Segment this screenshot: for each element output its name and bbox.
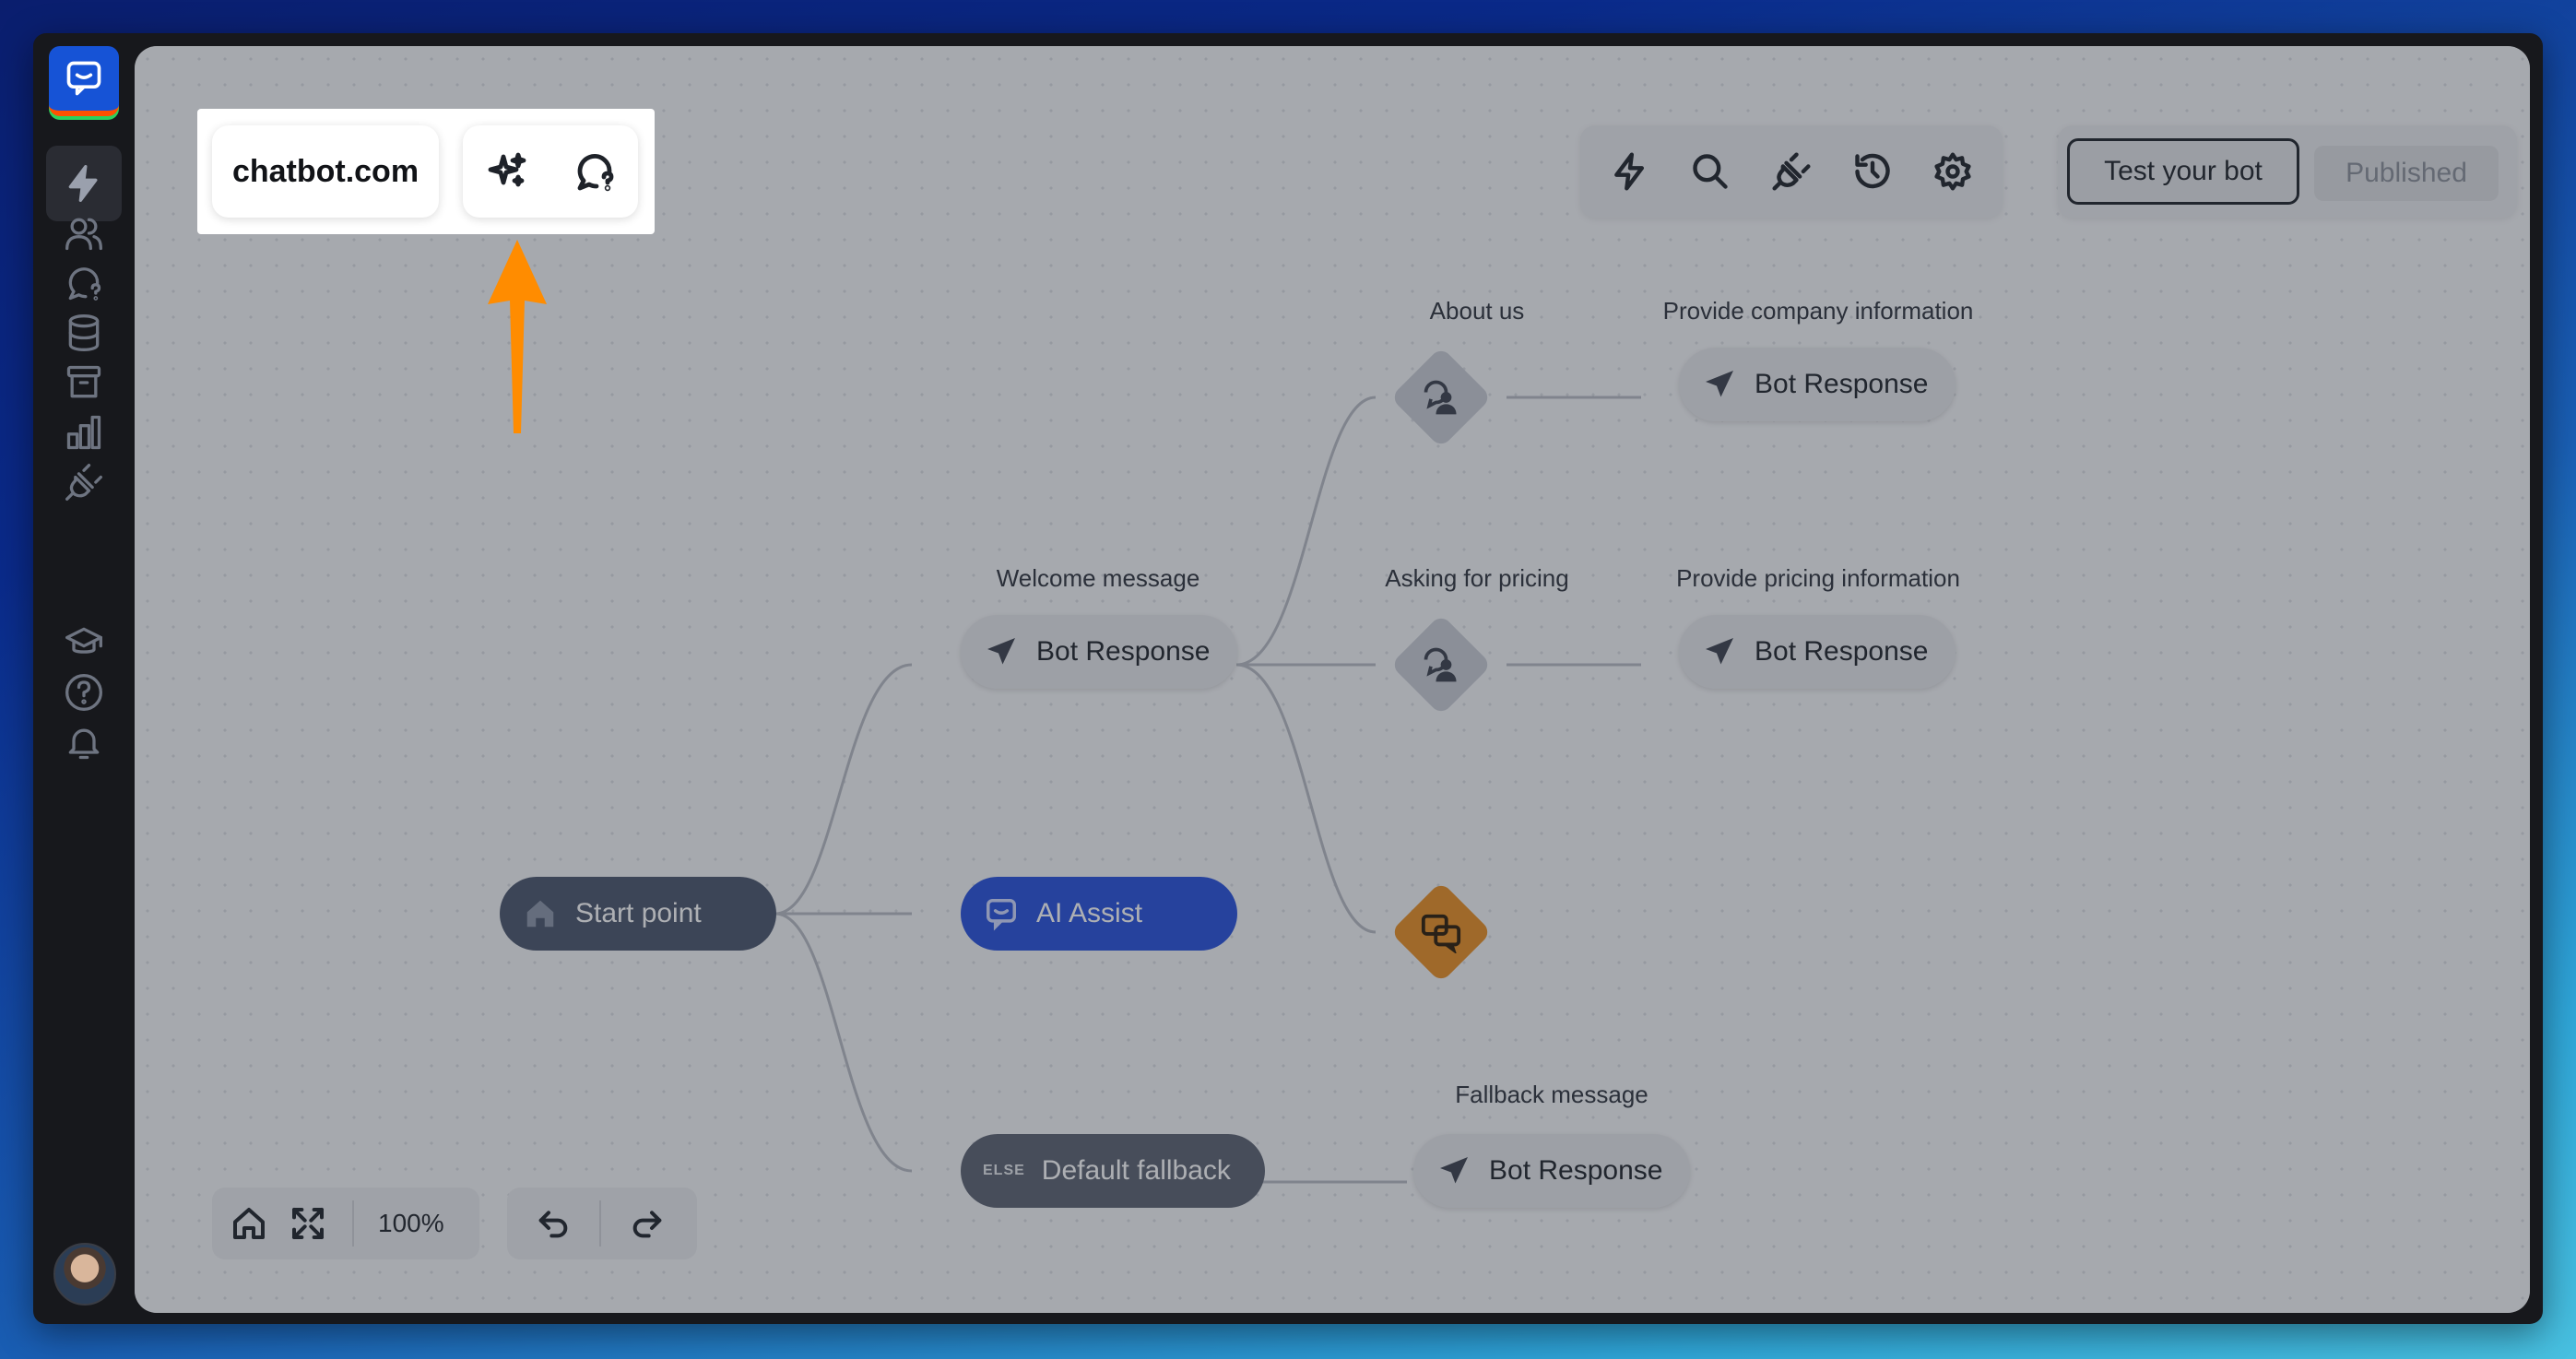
sidebar-item-notifications[interactable] xyxy=(46,704,122,780)
tools-toolbar xyxy=(1580,125,2003,218)
expand-icon xyxy=(292,1208,324,1239)
ai-assist-label: AI Assist xyxy=(1036,898,1143,928)
start-point-node[interactable]: Start point xyxy=(500,877,776,951)
welcome-bot-response-node[interactable]: Bot Response xyxy=(961,615,1237,689)
send-icon xyxy=(1436,1152,1472,1189)
zoom-level[interactable]: 100% xyxy=(378,1209,444,1237)
sidebar-item-archive[interactable] xyxy=(46,345,122,420)
user-question-icon xyxy=(1421,377,1461,418)
integrations-button[interactable] xyxy=(1771,151,1812,192)
sidebar-item-academy[interactable] xyxy=(46,605,122,680)
chatbot-logo[interactable] xyxy=(49,46,119,116)
send-icon xyxy=(1701,366,1738,403)
settings-button[interactable] xyxy=(1932,151,1973,192)
ai-sparkles-button[interactable] xyxy=(485,149,529,194)
graduation-cap-icon xyxy=(65,627,102,654)
home-view-button[interactable] xyxy=(219,1205,278,1242)
database-icon xyxy=(68,314,100,351)
pricing-bot-response-node[interactable]: Bot Response xyxy=(1679,615,1956,689)
question-node[interactable] xyxy=(1389,880,1493,984)
flow-canvas[interactable]: Start point Welcome message Bot Response… xyxy=(135,46,2530,1313)
edge-start-fallback xyxy=(774,912,913,1173)
chatbot-logo-icon xyxy=(66,61,101,96)
lightning-icon xyxy=(68,165,98,202)
brand-pill[interactable]: chatbot.com xyxy=(212,125,439,218)
history-icon xyxy=(1854,153,1890,189)
faq-chat-button[interactable] xyxy=(573,149,617,194)
fallback-message-label: Fallback message xyxy=(1455,1081,1648,1108)
fallback-bot-response-node[interactable]: Bot Response xyxy=(1413,1134,1690,1208)
plug-icon xyxy=(1772,152,1811,191)
brand-name: chatbot.com xyxy=(231,153,419,189)
chat-question-icon xyxy=(577,154,613,192)
sidebar xyxy=(33,33,135,1324)
app-window: Start point Welcome message Bot Response… xyxy=(33,33,2543,1324)
pricing-question-node[interactable] xyxy=(1389,613,1493,716)
bell-icon xyxy=(68,728,100,760)
pricing-info-label: Provide pricing information xyxy=(1676,564,1960,592)
history-controls xyxy=(507,1188,697,1259)
user-question-icon xyxy=(1421,644,1461,685)
bot-response-label: Bot Response xyxy=(1755,369,1929,399)
chat-bubbles-icon xyxy=(1420,911,1462,953)
sidebar-item-knowledge[interactable] xyxy=(46,295,122,371)
default-fallback-node[interactable]: ELSE Default fallback xyxy=(961,1134,1265,1208)
sidebar-item-integrations[interactable] xyxy=(46,444,122,520)
about-us-label: About us xyxy=(1429,297,1525,325)
users-icon xyxy=(65,218,102,251)
search-button[interactable] xyxy=(1690,151,1731,192)
bot-response-label: Bot Response xyxy=(1036,636,1211,667)
divider xyxy=(599,1200,601,1247)
avatar[interactable] xyxy=(53,1243,116,1306)
header-highlight: chatbot.com xyxy=(197,109,655,234)
bot-response-label: Bot Response xyxy=(1489,1155,1663,1186)
company-bot-response-node[interactable]: Bot Response xyxy=(1679,348,1956,421)
bot-response-label: Bot Response xyxy=(1755,636,1929,667)
send-icon xyxy=(983,633,1020,670)
plug-icon xyxy=(65,464,102,501)
flow-connectors xyxy=(774,396,1641,1184)
sidebar-item-reports[interactable] xyxy=(46,395,122,470)
sparkles-icon xyxy=(488,152,526,187)
sidebar-item-chats[interactable] xyxy=(46,245,122,321)
start-point-label: Start point xyxy=(575,898,702,928)
published-button[interactable]: Published xyxy=(2314,146,2499,201)
home-icon xyxy=(522,895,559,932)
view-controls: 100% xyxy=(212,1188,479,1259)
lightning-icon xyxy=(1613,152,1644,191)
edge-start-welcome xyxy=(774,663,913,916)
divider xyxy=(352,1200,354,1247)
ai-assist-node[interactable]: AI Assist xyxy=(961,877,1237,951)
sidebar-item-users[interactable] xyxy=(46,195,122,271)
default-fallback-label: Default fallback xyxy=(1041,1155,1231,1186)
archive-icon xyxy=(66,365,101,398)
history-button[interactable] xyxy=(1852,151,1893,192)
company-info-label: Provide company information xyxy=(1662,297,1974,325)
welcome-message-label: Welcome message xyxy=(996,564,1200,592)
sidebar-item-help[interactable] xyxy=(46,655,122,730)
chatbot-icon xyxy=(983,895,1020,932)
about-us-question-node[interactable] xyxy=(1389,346,1493,449)
edge-welcome-about xyxy=(1235,396,1377,667)
ai-tools-pill xyxy=(463,125,638,218)
sidebar-item-automations[interactable] xyxy=(46,146,122,221)
asking-for-pricing-label: Asking for pricing xyxy=(1385,564,1569,592)
undo-button[interactable] xyxy=(507,1205,599,1242)
automations-button[interactable] xyxy=(1610,151,1650,192)
gear-icon xyxy=(1934,152,1971,191)
test-your-bot-button[interactable]: Test your bot xyxy=(2067,138,2299,205)
send-icon xyxy=(1701,633,1738,670)
chat-question-icon xyxy=(68,267,101,301)
undo-icon xyxy=(538,1211,568,1238)
redo-icon xyxy=(632,1211,662,1238)
home-icon xyxy=(233,1208,265,1239)
bar-chart-icon xyxy=(66,415,101,450)
fit-view-button[interactable] xyxy=(278,1205,337,1242)
redo-button[interactable] xyxy=(601,1205,693,1242)
else-tag: ELSE xyxy=(983,1163,1025,1178)
search-icon xyxy=(1693,154,1729,189)
highlight-arrow xyxy=(488,240,547,433)
help-circle-icon xyxy=(65,674,102,711)
edge-welcome-question xyxy=(1235,663,1377,934)
